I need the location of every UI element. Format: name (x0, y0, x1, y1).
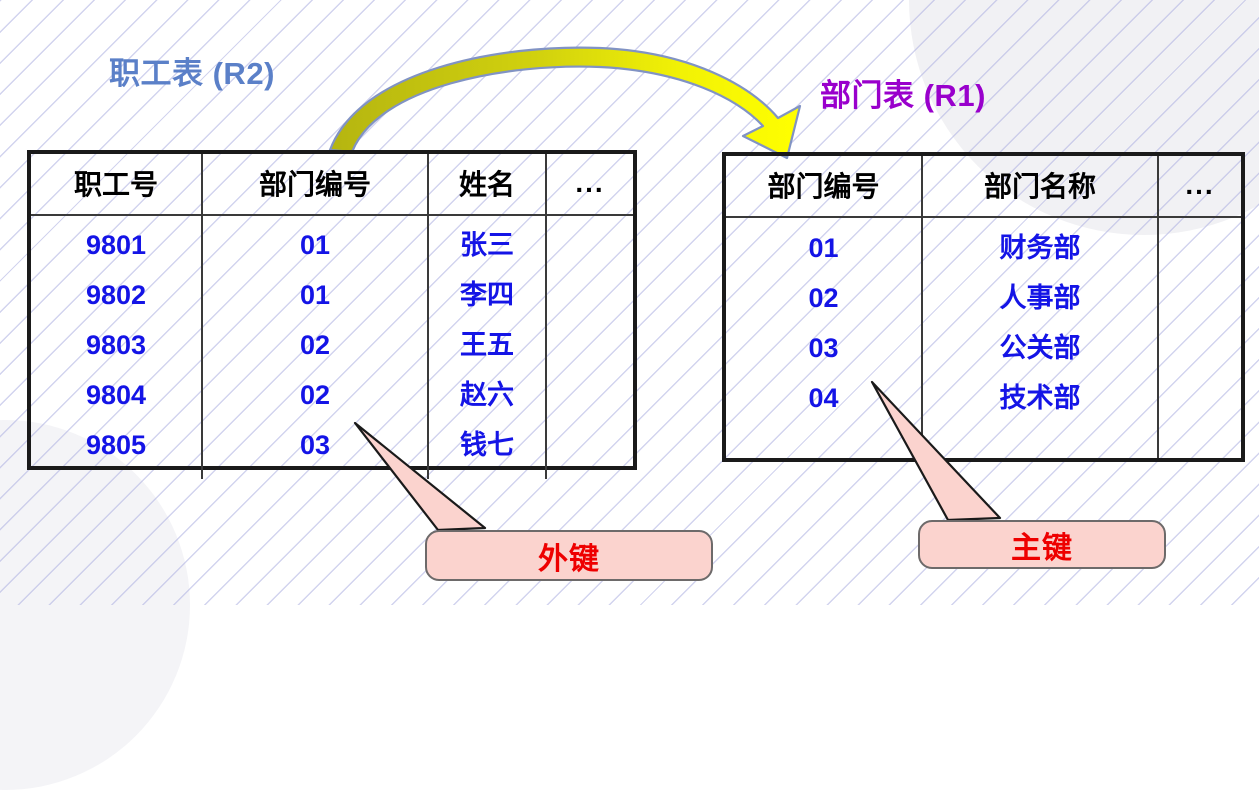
department-header-cell: 部门名称 (923, 156, 1159, 216)
department-header-cell: 部门编号 (726, 156, 923, 216)
employee-table-header-row: 职工号 部门编号 姓名 ... (31, 154, 633, 216)
table-cell: 王五 (460, 329, 514, 360)
table-cell: 财务部 (999, 232, 1081, 263)
table-cell: 张三 (460, 229, 514, 260)
table-cell: 公关部 (999, 332, 1081, 363)
table-cell: 9801 (85, 229, 147, 260)
foreign-key-callout-label: 外键 (538, 542, 600, 576)
table-cell: 02 (299, 329, 331, 360)
department-column-dept-no: 01 02 03 04 (726, 218, 923, 458)
employee-column-name: 张三 李四 王五 赵六 钱七 (429, 216, 547, 479)
table-cell: 03 (299, 429, 331, 460)
table-cell: 9805 (85, 429, 147, 460)
department-header-ellipsis-icon: ... (1185, 168, 1215, 200)
table-cell: 人事部 (999, 282, 1081, 313)
table-cell: 01 (808, 232, 839, 263)
department-table-title: 部门表 (R1) (820, 78, 986, 113)
employee-header-cell: 部门编号 (203, 154, 429, 214)
table-cell: 01 (299, 229, 331, 260)
employee-header-ellipsis-icon: ... (575, 166, 605, 198)
table-cell: 01 (299, 279, 331, 310)
table-cell: 02 (808, 282, 839, 313)
employee-table: 职工号 部门编号 姓名 ... 9801 9802 9803 9804 9805… (27, 150, 637, 479)
department-column-more (1159, 218, 1241, 458)
table-cell: 钱七 (460, 429, 514, 460)
department-column-dept-name: 财务部 人事部 公关部 技术部 (923, 218, 1159, 458)
employee-header-cell: 姓名 (429, 154, 547, 214)
department-table: 部门编号 部门名称 ... 01 02 03 04 财务部 人事部 公关部 技术… (722, 152, 1245, 462)
foreign-key-callout-tail (353, 421, 487, 532)
table-cell: 02 (299, 379, 331, 410)
employee-column-dept-no: 01 01 02 02 03 (203, 216, 429, 479)
primary-key-callout[interactable]: 主键 (918, 520, 1166, 569)
table-cell: 03 (808, 332, 839, 363)
table-cell: 04 (808, 382, 839, 413)
employee-table-title: 职工表 (R2) (109, 56, 275, 91)
background-diagonal-stripes (0, 0, 1259, 605)
table-cell: 李四 (460, 279, 514, 310)
foreign-key-callout[interactable]: 外键 (425, 530, 713, 581)
employee-table-body: 9801 9802 9803 9804 9805 01 01 02 02 03 … (31, 216, 633, 479)
department-table-body: 01 02 03 04 财务部 人事部 公关部 技术部 (726, 218, 1241, 458)
table-cell: 技术部 (999, 382, 1081, 413)
table-cell: 赵六 (460, 379, 514, 410)
table-cell: 9803 (85, 329, 147, 360)
relation-arrow (328, 46, 802, 160)
employee-column-id: 9801 9802 9803 9804 9805 (31, 216, 203, 479)
employee-header-cell: 职工号 (31, 154, 203, 214)
department-table-header-row: 部门编号 部门名称 ... (726, 156, 1241, 218)
primary-key-callout-label: 主键 (1011, 531, 1073, 565)
table-cell: 9804 (85, 379, 147, 410)
primary-key-callout-tail (870, 380, 1002, 522)
table-cell: 9802 (85, 279, 147, 310)
